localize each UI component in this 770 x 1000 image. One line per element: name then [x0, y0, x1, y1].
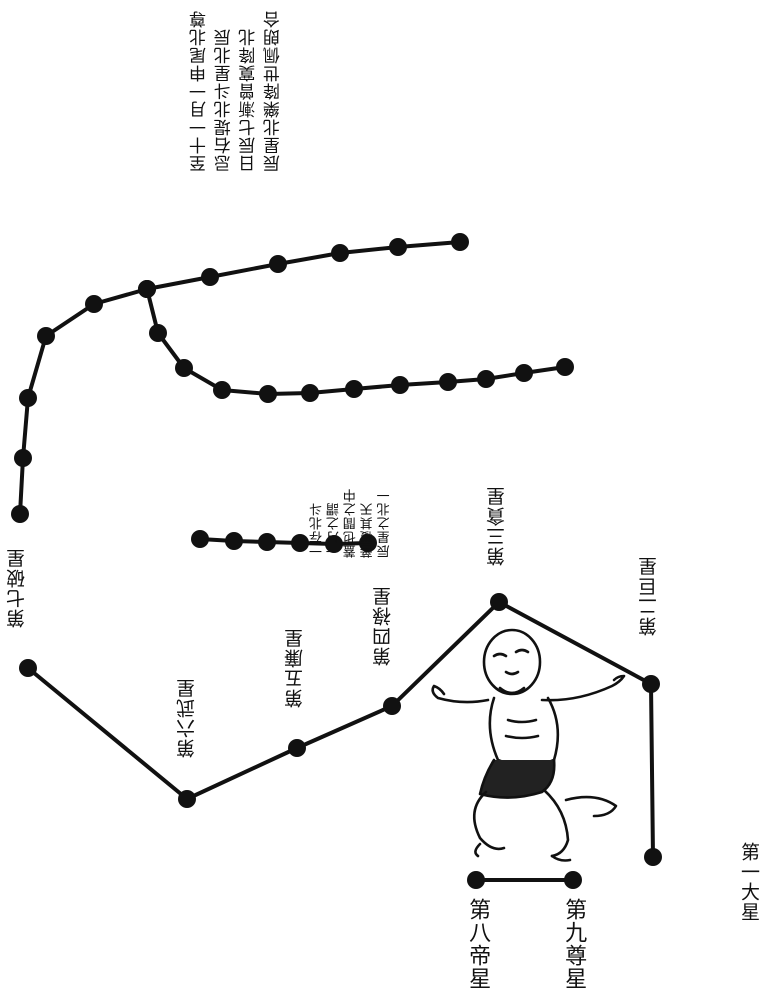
- star-dot: [451, 233, 469, 251]
- star-dot: [149, 324, 167, 342]
- top-inscription: 至十一月一申尾北尊 忌右堤北斗星北辰 日辰七漸曾寞降北 辰星北樂降世佩朗合: [188, 10, 287, 172]
- star-label-6: 第六武星: [176, 678, 198, 758]
- star-dot: [269, 255, 287, 273]
- star-dot: [644, 848, 662, 866]
- star-label-2: 第二巨星: [638, 556, 660, 636]
- star-label-9: 第九尊星: [561, 898, 587, 990]
- star-dot: [225, 532, 243, 550]
- middle-inscription: 一存北斗 一月之謂 蓋也間之中 蕃覆其天 辰星之北一: [310, 488, 394, 558]
- star-dot: [288, 739, 306, 757]
- star-dot: [391, 376, 409, 394]
- top-inscription-line: 日辰七漸曾寞降北: [239, 28, 260, 172]
- big-dipper-chain-line: [26, 600, 655, 859]
- star-dot: [259, 385, 277, 403]
- star-dot: [301, 384, 319, 402]
- figure-left-arm: [431, 684, 490, 704]
- star-dot: [19, 659, 37, 677]
- star-dot: [439, 373, 457, 391]
- star-dot: [564, 871, 582, 889]
- figure-right-arm: [540, 674, 626, 702]
- star-dot: [467, 871, 485, 889]
- star-dot: [201, 268, 219, 286]
- star-dot: [258, 533, 276, 551]
- star-dot: [85, 295, 103, 313]
- star-dot: [359, 534, 377, 552]
- middle-inscription-line: 辰星之北一: [377, 488, 393, 558]
- figure-waistcloth: [478, 758, 556, 799]
- star-label-3: 第三貪星: [486, 486, 508, 566]
- star-label-7: 第七破星: [6, 548, 28, 628]
- middle-inscription-line: 一月之謂: [326, 502, 342, 558]
- star-dot: [178, 790, 196, 808]
- figure-torso: [488, 696, 560, 768]
- middle-inscription-line: 蕃覆其天: [360, 502, 376, 558]
- star-dot: [642, 675, 660, 693]
- middle-inscription-line: 蓋也間之中: [343, 488, 359, 558]
- star-dot: [331, 244, 349, 262]
- star-dot: [213, 381, 231, 399]
- star-dot: [383, 697, 401, 715]
- star-dot: [175, 359, 193, 377]
- dancing-figure-illustration: [431, 628, 626, 862]
- star-label-5: 第五廉星: [284, 628, 306, 708]
- star-dot: [515, 364, 533, 382]
- figure-left-leg: [472, 790, 506, 851]
- star-dot: [191, 530, 209, 548]
- star-dot: [19, 389, 37, 407]
- star-dot: [477, 370, 495, 388]
- star-dot: [556, 358, 574, 376]
- top-inscription-line: 忌右堤北斗星北辰: [214, 28, 235, 172]
- top-inscription-line: 辰星北樂降世佩朗合: [263, 10, 284, 172]
- star-dot: [345, 380, 363, 398]
- star-dot: [389, 238, 407, 256]
- star-dot: [325, 535, 343, 553]
- star-dot: [14, 449, 32, 467]
- middle-inscription-line: 一存北斗: [310, 502, 325, 558]
- star-dot: [490, 593, 508, 611]
- top-inscription-line: 至十一月一申尾北尊: [190, 10, 210, 172]
- branch-chain-line: [145, 287, 567, 396]
- star-dot: [11, 505, 29, 523]
- star-dot: [291, 534, 309, 552]
- figure-right-leg: [542, 788, 570, 858]
- upper-chain-line: [18, 240, 462, 516]
- figure-head: [482, 628, 542, 696]
- star-dot: [138, 280, 156, 298]
- star-label-4: 第四祿星: [372, 586, 394, 666]
- star-dot: [37, 327, 55, 345]
- star-label-1: 第一大星: [737, 842, 760, 922]
- star-label-8: 第八帝星: [465, 898, 491, 990]
